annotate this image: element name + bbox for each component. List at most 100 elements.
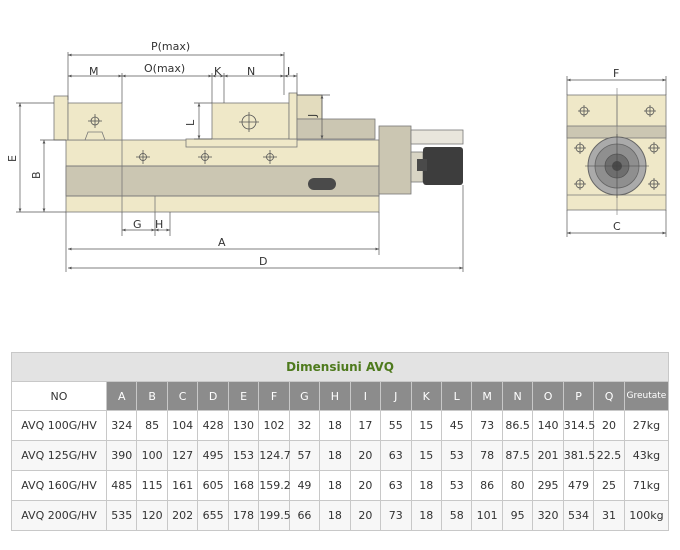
label-g: G — [133, 218, 142, 231]
value-cell: 655 — [197, 500, 229, 531]
value-cell: 140 — [532, 410, 564, 441]
label-h: H — [155, 218, 163, 231]
value-cell: 324 — [105, 410, 138, 441]
label-l: L — [184, 119, 197, 126]
label-k: K — [214, 65, 222, 78]
value-cell: 100kg — [623, 500, 670, 531]
value-cell: 120 — [136, 500, 168, 531]
value-cell: 73 — [380, 500, 412, 531]
value-cell: 202 — [166, 500, 199, 531]
column-header: E — [227, 381, 260, 411]
value-cell: 18 — [319, 500, 351, 531]
value-cell: 534 — [562, 500, 595, 531]
value-cell: 55 — [380, 410, 412, 441]
value-cell: 43kg — [623, 440, 670, 471]
value-cell: 80 — [501, 470, 534, 501]
label-p: P(max) — [151, 40, 190, 53]
value-cell: 18 — [319, 440, 351, 471]
value-cell: 201 — [532, 440, 564, 471]
value-cell: 178 — [227, 500, 260, 531]
value-cell: 153 — [227, 440, 260, 471]
value-cell: 87.5 — [501, 440, 534, 471]
value-cell: 199.5 — [258, 500, 291, 531]
value-cell: 22.5 — [593, 440, 625, 471]
column-header: A — [105, 381, 138, 411]
value-cell: 127 — [166, 440, 199, 471]
front-view — [53, 92, 464, 213]
column-header: Q — [593, 381, 625, 411]
value-cell: 45 — [440, 410, 473, 441]
column-header: C — [166, 381, 199, 411]
model-cell: AVQ 125G/HV — [11, 440, 107, 471]
value-cell: 18 — [319, 470, 351, 501]
value-cell: 295 — [532, 470, 564, 501]
value-cell: 18 — [410, 470, 442, 501]
value-cell: 20 — [349, 470, 382, 501]
value-cell: 100 — [136, 440, 168, 471]
handle-knob — [423, 147, 463, 185]
value-cell: 159.2 — [258, 470, 291, 501]
value-cell: 57 — [288, 440, 321, 471]
value-cell: 25 — [593, 470, 625, 501]
value-cell: 130 — [227, 410, 260, 441]
value-cell: 18 — [410, 500, 442, 531]
value-cell: 428 — [197, 410, 229, 441]
model-cell: AVQ 160G/HV — [11, 470, 107, 501]
mounting-holes — [88, 112, 277, 164]
value-cell: 479 — [562, 470, 595, 501]
value-cell: 102 — [258, 410, 290, 441]
value-cell: 15 — [410, 410, 442, 441]
value-cell: 95 — [501, 500, 534, 531]
table-title: Dimensiuni AVQ — [11, 352, 669, 382]
value-cell: 63 — [380, 470, 412, 501]
column-header: P — [562, 381, 595, 411]
value-cell: 168 — [227, 470, 260, 501]
slot — [308, 178, 336, 190]
value-cell: 381.5 — [562, 440, 595, 471]
value-cell: 85 — [136, 410, 168, 441]
value-cell: 78 — [471, 440, 503, 471]
value-cell: 53 — [440, 440, 473, 471]
value-cell: 314.5 — [562, 410, 595, 441]
value-cell: 49 — [288, 470, 321, 501]
column-header-no: NO — [11, 381, 107, 411]
model-cell: AVQ 100G/HV — [11, 410, 107, 441]
value-cell: 73 — [471, 410, 503, 441]
value-cell: 27kg — [623, 410, 670, 441]
column-header: H — [319, 381, 351, 411]
label-d: D — [259, 255, 267, 268]
value-cell: 115 — [136, 470, 168, 501]
value-cell: 86 — [471, 470, 503, 501]
value-cell: 390 — [105, 440, 138, 471]
front-labels: P(max) M O(max) K N I L J E B G H A D — [6, 40, 319, 268]
value-cell: 53 — [440, 470, 473, 501]
front-dimensions — [16, 52, 464, 272]
label-f: F — [613, 67, 619, 80]
column-header: I — [349, 381, 382, 411]
value-cell: 124.7 — [258, 440, 291, 471]
column-header: K — [410, 381, 442, 411]
column-header: O — [532, 381, 564, 411]
label-a: A — [218, 236, 226, 249]
value-cell: 71kg — [623, 470, 670, 501]
value-cell: 101 — [471, 500, 503, 531]
value-cell: 20 — [349, 500, 382, 531]
value-cell: 32 — [288, 410, 321, 441]
value-cell: 31 — [593, 500, 625, 531]
value-cell: 17 — [349, 410, 382, 441]
label-c: C — [613, 220, 621, 233]
column-header: D — [197, 381, 229, 411]
column-header: L — [440, 381, 473, 411]
value-cell: 161 — [166, 470, 199, 501]
column-header: J — [380, 381, 412, 411]
value-cell: 320 — [532, 500, 564, 531]
value-cell: 20 — [349, 440, 382, 471]
value-cell: 535 — [105, 500, 138, 531]
